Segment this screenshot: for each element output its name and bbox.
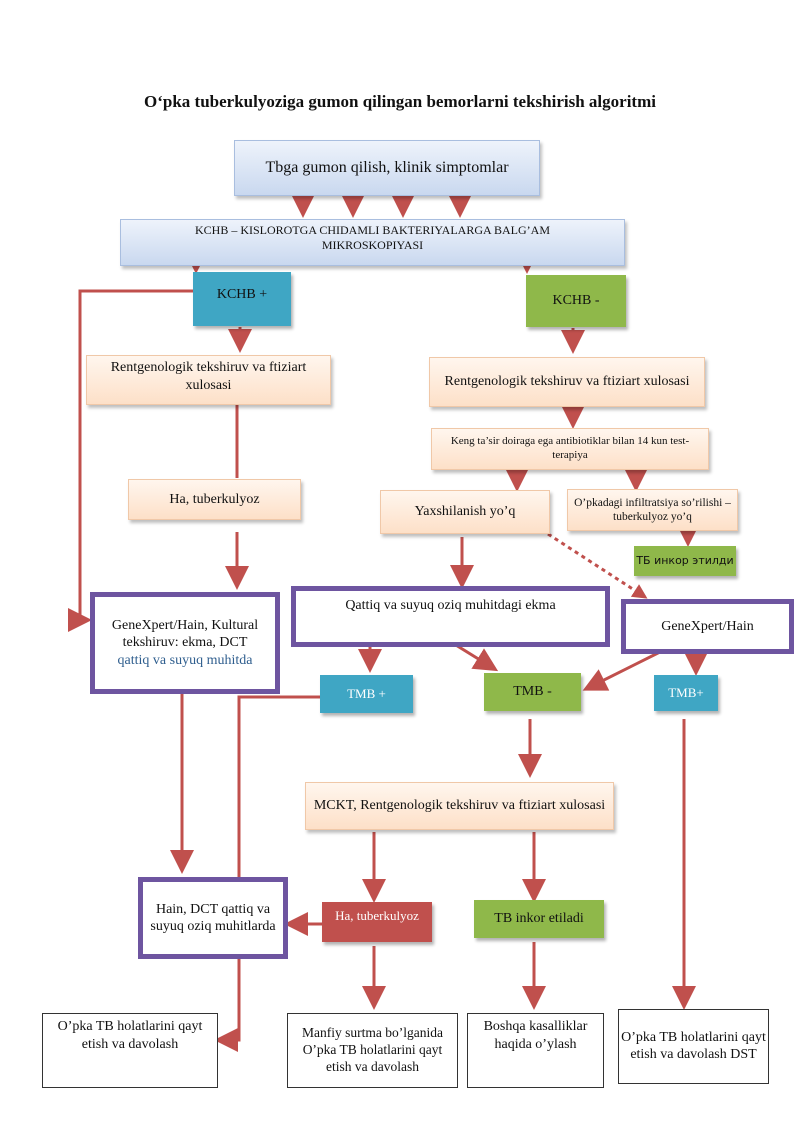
antibiotic-test-text: Keng ta’sir doiraga ega antibiotiklar bi… — [450, 435, 690, 461]
tmb-positive-left-text: TMB + — [347, 685, 386, 701]
microscopy-text: KCHB – KISLOROTGA CHIDAMLI BAKTERIYALARG… — [194, 223, 550, 252]
yes-tb-red-box: Ha, tuberkulyoz — [322, 902, 432, 942]
xray-right-box: Rentgenologik tekshiruv va ftiziart xulo… — [429, 357, 705, 407]
outcome-other-text: Boshqa kasalliklar haqida o’ylash — [483, 1019, 588, 1052]
tb-excluded-text: TB inkor etiladi — [494, 911, 584, 927]
no-improvement-text: Yaxshilanish yo’q — [414, 504, 516, 520]
yes-tb-red-text: Ha, tuberkulyoz — [335, 908, 419, 923]
microscopy-box: KCHB – KISLOROTGA CHIDAMLI BAKTERIYALARG… — [120, 219, 625, 266]
page-title: O‘pka tuberkulyoziga gumon qilingan bemo… — [144, 92, 656, 111]
yes-tb-text: Ha, tuberkulyoz — [169, 491, 260, 507]
antibiotic-test-box: Keng ta’sir doiraga ega antibiotiklar bi… — [431, 428, 709, 470]
tmb-positive-right-text: TMB+ — [668, 684, 704, 700]
infiltration-text: O’pkadagi infiltratsiya so’rilishi – tub… — [574, 496, 731, 523]
outcome-dst-box: O’pka TB holatlarini qayt etish va davol… — [618, 1009, 769, 1084]
kchb-positive-box: KCHB + — [193, 272, 291, 326]
outcome-other-box: Boshqa kasalliklar haqida o’ylash — [467, 1013, 604, 1088]
outcome-dst-text: O’pka TB holatlarini qayt etish va davol… — [621, 1030, 766, 1062]
infiltration-box: O’pkadagi infiltratsiya so’rilishi – tub… — [567, 489, 738, 531]
hain-dct-box: Hain, DCT qattiq va suyuq oziq muhitlard… — [138, 877, 288, 959]
xray-right-text: Rentgenologik tekshiruv va ftiziart xulo… — [444, 374, 690, 390]
culture-media-box: Qattiq va suyuq oziq muhitdagi ekma — [291, 586, 610, 647]
outcome-negative-box: Manfiy surtma bo’lganida O’pka TB holatl… — [287, 1013, 458, 1088]
genexpert-left-media-text: qattiq va suyuq muhitda — [117, 652, 253, 668]
yes-tb-box: Ha, tuberkulyoz — [128, 479, 301, 520]
outcome-register-box: O’pka TB holatlarini qayt etish va davol… — [42, 1013, 218, 1088]
mskt-box: MCKT, Rentgenologik tekshiruv va ftiziar… — [305, 782, 614, 830]
suspicion-text: Tbga gumon qilish, klinik simptomlar — [265, 159, 509, 176]
xray-left-box: Rentgenologik tekshiruv va ftiziart xulo… — [86, 355, 331, 405]
mskt-text: MCKT, Rentgenologik tekshiruv va ftiziar… — [313, 798, 606, 814]
genexpert-left-text: GeneXpert/Hain, Kultural tekshiruv: ekma… — [111, 617, 259, 651]
genexpert-right-box: GeneXpert/Hain — [621, 599, 794, 654]
no-improvement-box: Yaxshilanish yo’q — [380, 490, 550, 534]
tb-excluded-cyr-text: ТБ инкор этилди — [636, 554, 734, 568]
tmb-positive-right-box: TMB+ — [654, 675, 718, 711]
xray-left-text: Rentgenologik tekshiruv va ftiziart xulo… — [110, 360, 307, 393]
kchb-negative-text: KCHB - — [552, 293, 600, 309]
kchb-positive-text: KCHB + — [216, 287, 268, 302]
genexpert-left-box: GeneXpert/Hain, Kultural tekshiruv: ekma… — [90, 592, 280, 694]
genexpert-right-text: GeneXpert/Hain — [661, 618, 754, 634]
culture-media-text: Qattiq va suyuq oziq muhitdagi ekma — [345, 598, 556, 613]
tmb-negative-text: TMB - — [513, 684, 552, 700]
tb-excluded-box: TB inkor etiladi — [474, 900, 604, 938]
tmb-positive-left-box: TMB + — [320, 675, 413, 713]
tb-excluded-cyr-box: ТБ инкор этилди — [634, 546, 736, 576]
kchb-negative-box: KCHB - — [526, 275, 626, 327]
hain-dct-text: Hain, DCT qattiq va suyuq oziq muhitlard… — [150, 901, 276, 935]
suspicion-box: Tbga gumon qilish, klinik simptomlar — [234, 140, 540, 196]
tmb-negative-box: TMB - — [484, 673, 581, 711]
outcome-negative-text: Manfiy surtma bo’lganida O’pka TB holatl… — [302, 1025, 443, 1074]
outcome-register-text: O’pka TB holatlarini qayt etish va davol… — [57, 1019, 203, 1052]
